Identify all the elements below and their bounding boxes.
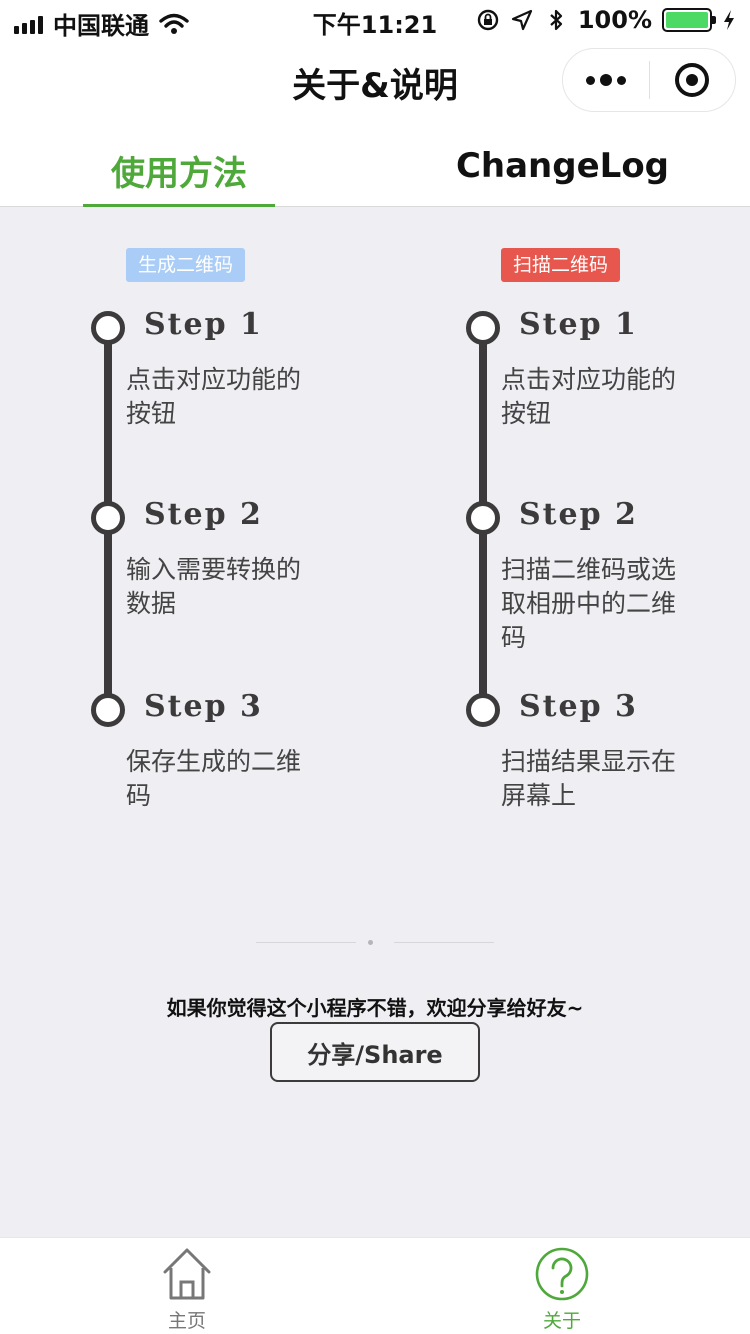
signal-icon (14, 14, 43, 34)
step-description: 保存生成的二维码 (126, 747, 302, 810)
battery-icon (662, 8, 716, 32)
step-title: Step 2 (144, 497, 263, 532)
bluetooth-icon (550, 9, 562, 31)
step-description: 扫描结果显示在屏幕上 (501, 747, 677, 810)
step-description: 点击对应功能的按钮 (126, 365, 302, 428)
navigation-bar: 关于&说明 (0, 40, 750, 126)
step-title: Step 3 (144, 689, 263, 724)
status-bar: 中国联通 下午11:21 100% (0, 0, 750, 40)
battery-percent: 100% (577, 6, 652, 34)
timeline-node-1 (91, 311, 125, 345)
lock-rotation-icon (477, 9, 499, 31)
share-prompt: 如果你觉得这个小程序不错，欢迎分享给好友~ (166, 996, 584, 1020)
tabbar-label-home: 主页 (167, 1310, 206, 1332)
step-title: Step 1 (144, 307, 263, 342)
tab-bar-top: 使用方法 ChangeLog (0, 126, 750, 207)
home-icon (163, 1248, 211, 1300)
tabbar-label-about: 关于 (542, 1310, 581, 1332)
bottom-tab-bar: 主页 关于 (0, 1237, 750, 1334)
generate-steps-timeline: Step 1 点击对应功能的按钮 Step 2 输入需要转换的数据 Step 3… (86, 307, 406, 810)
location-icon (511, 9, 532, 31)
wifi-icon (159, 13, 189, 34)
generate-qrcode-badge: 生成二维码 (126, 248, 246, 282)
scan-steps-timeline: Step 1 点击对应功能的按钮 Step 2 扫描二维码或选取相册中的二维码 … (461, 307, 750, 810)
step-title: Step 2 (519, 497, 638, 532)
timeline-node-1 (466, 311, 500, 345)
timeline-node-2 (91, 501, 125, 535)
step-title: Step 3 (519, 689, 638, 724)
share-button[interactable]: 分享/Share (270, 1022, 480, 1082)
tabbar-item-home[interactable]: 主页 (127, 1246, 247, 1333)
help-icon (535, 1247, 589, 1301)
tabbar-item-about[interactable]: 关于 (502, 1246, 622, 1333)
more-icon[interactable] (563, 48, 649, 112)
tab-usage[interactable]: 使用方法 (83, 146, 275, 207)
charging-icon (724, 10, 734, 30)
miniprogram-capsule (562, 48, 736, 112)
timeline-node-2 (466, 501, 500, 535)
step-description: 扫描二维码或选取相册中的二维码 (501, 555, 677, 652)
page-title: 关于&说明 (292, 66, 458, 106)
carrier-name: 中国联通 (53, 12, 149, 40)
close-miniprogram-icon[interactable] (650, 48, 736, 112)
timeline-node-3 (466, 693, 500, 727)
scan-qrcode-badge: 扫描二维码 (501, 248, 621, 282)
step-description: 输入需要转换的数据 (126, 555, 302, 618)
status-time: 下午11:21 (312, 11, 438, 39)
step-title: Step 1 (519, 307, 638, 342)
usage-content: 生成二维码 扫描二维码 Step 1 点击对应功能的按钮 Step 2 输入需要… (0, 207, 750, 1237)
step-description: 点击对应功能的按钮 (501, 365, 677, 428)
tab-changelog[interactable]: ChangeLog (455, 146, 670, 186)
capsule-divider (648, 61, 650, 99)
footer-divider (256, 940, 494, 945)
timeline-node-3 (91, 693, 125, 727)
